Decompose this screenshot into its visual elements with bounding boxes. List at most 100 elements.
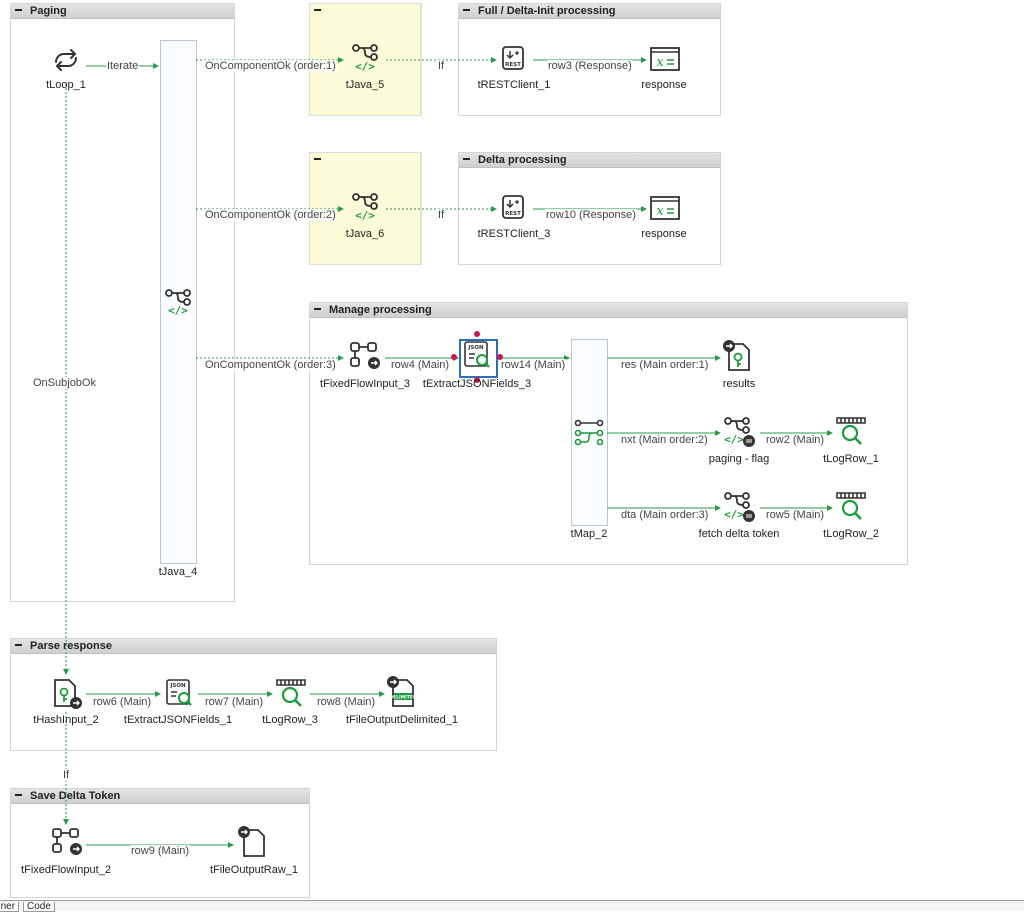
subjob-header[interactable]: Parse response [11,639,496,654]
label-row3[interactable]: row3 (Response) [547,60,633,72]
label-row10[interactable]: row10 (Response) [545,209,637,221]
subjob-save[interactable]: Save Delta Token [10,788,310,898]
label-ok1[interactable]: OnComponentOk (order:1) [204,60,337,72]
label-tlogrow-3: tLogRow_3 [262,714,318,726]
fixed-flow-icon [52,828,82,855]
collapse-icon[interactable] [463,9,470,12]
tfileoutputraw-1[interactable] [234,825,274,865]
label-tlogrow-2: tLogRow_2 [823,528,879,540]
label-trestclient-3: tRESTClient_3 [477,228,551,240]
label-response-2: response [641,228,687,240]
subjob-title: Full / Delta-Init processing [478,5,616,17]
java-icon: </> [352,193,378,222]
label-nxt[interactable]: nxt (Main order:2) [620,434,709,446]
label-tlogrow-1: tLogRow_1 [823,453,879,465]
label-row2[interactable]: row2 (Main) [765,434,826,446]
tlogrow-3[interactable] [271,675,311,715]
subjob-manage[interactable]: Manage processing [309,302,908,565]
label-tfixedflowinput-2: tFixedFlowInput_2 [21,864,111,876]
log-icon [276,679,306,707]
subjob-header[interactable]: Manage processing [310,303,907,318]
label-textractjsonfields-3: tExtractJSONFields_3 [422,378,532,390]
trestclient-1[interactable]: REST [495,40,535,80]
label-tloop-1: tLoop_1 [46,79,86,91]
label-row7[interactable]: row7 (Main) [204,696,265,708]
label-ok3[interactable]: OnComponentOk (order:3) [204,359,337,371]
collapse-icon[interactable] [15,9,22,12]
label-res[interactable]: res (Main order:1) [620,359,710,371]
rest-icon: REST [502,195,524,219]
map-icon [574,419,604,446]
svg-text:</>: </> [355,209,375,222]
subjob-header[interactable]: Delta processing [459,153,720,168]
tfixedflowinput-3[interactable] [345,339,385,379]
collapse-icon[interactable] [314,9,321,12]
label-row6[interactable]: row6 (Main) [92,696,153,708]
variable-icon: x [650,196,680,220]
paging-flag[interactable]: </> [719,413,759,453]
label-row4[interactable]: row4 (Main) [390,359,451,371]
collapse-icon[interactable] [314,308,321,311]
fetch-delta-token[interactable]: </> [719,488,759,528]
tjava-6[interactable]: </> [345,189,385,229]
variable-icon: x [650,47,680,71]
label-dta[interactable]: dta (Main order:3) [620,509,710,521]
subjob-delta[interactable]: Delta processing [458,152,721,265]
subjob-title: Save Delta Token [30,790,121,802]
subjob-header[interactable] [310,153,420,167]
label-row14[interactable]: row14 (Main) [500,359,567,371]
textractjsonfields-1[interactable]: JSON [159,675,199,715]
svg-text:DELIMITED: DELIMITED [389,695,417,701]
tfileoutputdelimited-1[interactable]: DELIMITED [383,675,423,715]
textractjsonfields-3[interactable]: JSON [457,337,497,377]
collapse-icon[interactable] [15,644,22,647]
java-icon: </> [724,492,755,522]
thashinput-2[interactable] [47,675,87,715]
label-tjava-5: tJava_5 [345,79,385,91]
response-2[interactable]: x [645,189,685,229]
collapse-icon[interactable] [314,158,321,161]
svg-text:</>: </> [168,304,188,317]
subjob-title: Paging [30,5,67,17]
tjava-4[interactable]: </> [158,281,198,321]
subjob-header[interactable]: Full / Delta-Init processing [459,4,720,19]
label-results: results [722,378,756,390]
subjob-header[interactable] [310,4,420,18]
rest-icon: REST [502,46,524,70]
label-ok2[interactable]: OnComponentOk (order:2) [204,209,337,221]
label-onsubjob[interactable]: OnSubjobOk [32,377,97,389]
subjob-parse[interactable]: Parse response [10,638,497,751]
java-icon: </> [352,44,378,73]
label-if1[interactable]: If [437,60,446,72]
hash-icon [723,340,750,371]
tlogrow-1[interactable] [831,413,871,453]
collapse-icon[interactable] [15,794,22,797]
subjob-header[interactable]: Save Delta Token [11,789,309,804]
tmap-2[interactable] [569,413,609,453]
label-response-1: response [641,79,687,91]
svg-text:</>: </> [724,433,744,446]
java-icon: </> [724,417,755,447]
label-tjava-6: tJava_6 [345,228,385,240]
label-row9[interactable]: row9 (Main) [130,845,191,857]
tjava-5[interactable]: </> [345,40,385,80]
trestclient-3[interactable]: REST [495,189,535,229]
label-tfixedflowinput-3: tFixedFlowInput_3 [320,378,410,390]
collapse-icon[interactable] [463,158,470,161]
label-row5[interactable]: row5 (Main) [765,509,826,521]
tfixedflowinput-2[interactable] [47,825,87,865]
tloop-1[interactable] [46,40,86,80]
label-if3[interactable]: If [62,769,71,781]
label-iterate[interactable]: Iterate [106,60,140,72]
label-row8[interactable]: row8 (Main) [316,696,377,708]
tlogrow-2[interactable] [831,488,871,528]
loop-icon [55,49,77,71]
results[interactable] [719,339,759,379]
subjob-paging[interactable]: Paging [10,3,235,602]
label-if2[interactable]: If [437,209,446,221]
subjob-header[interactable]: Paging [11,4,234,19]
tab-code[interactable]: Code [23,902,55,912]
svg-text:x: x [656,55,664,70]
tab-designer[interactable]: Designer [0,902,20,912]
response-1[interactable]: x [645,40,685,80]
